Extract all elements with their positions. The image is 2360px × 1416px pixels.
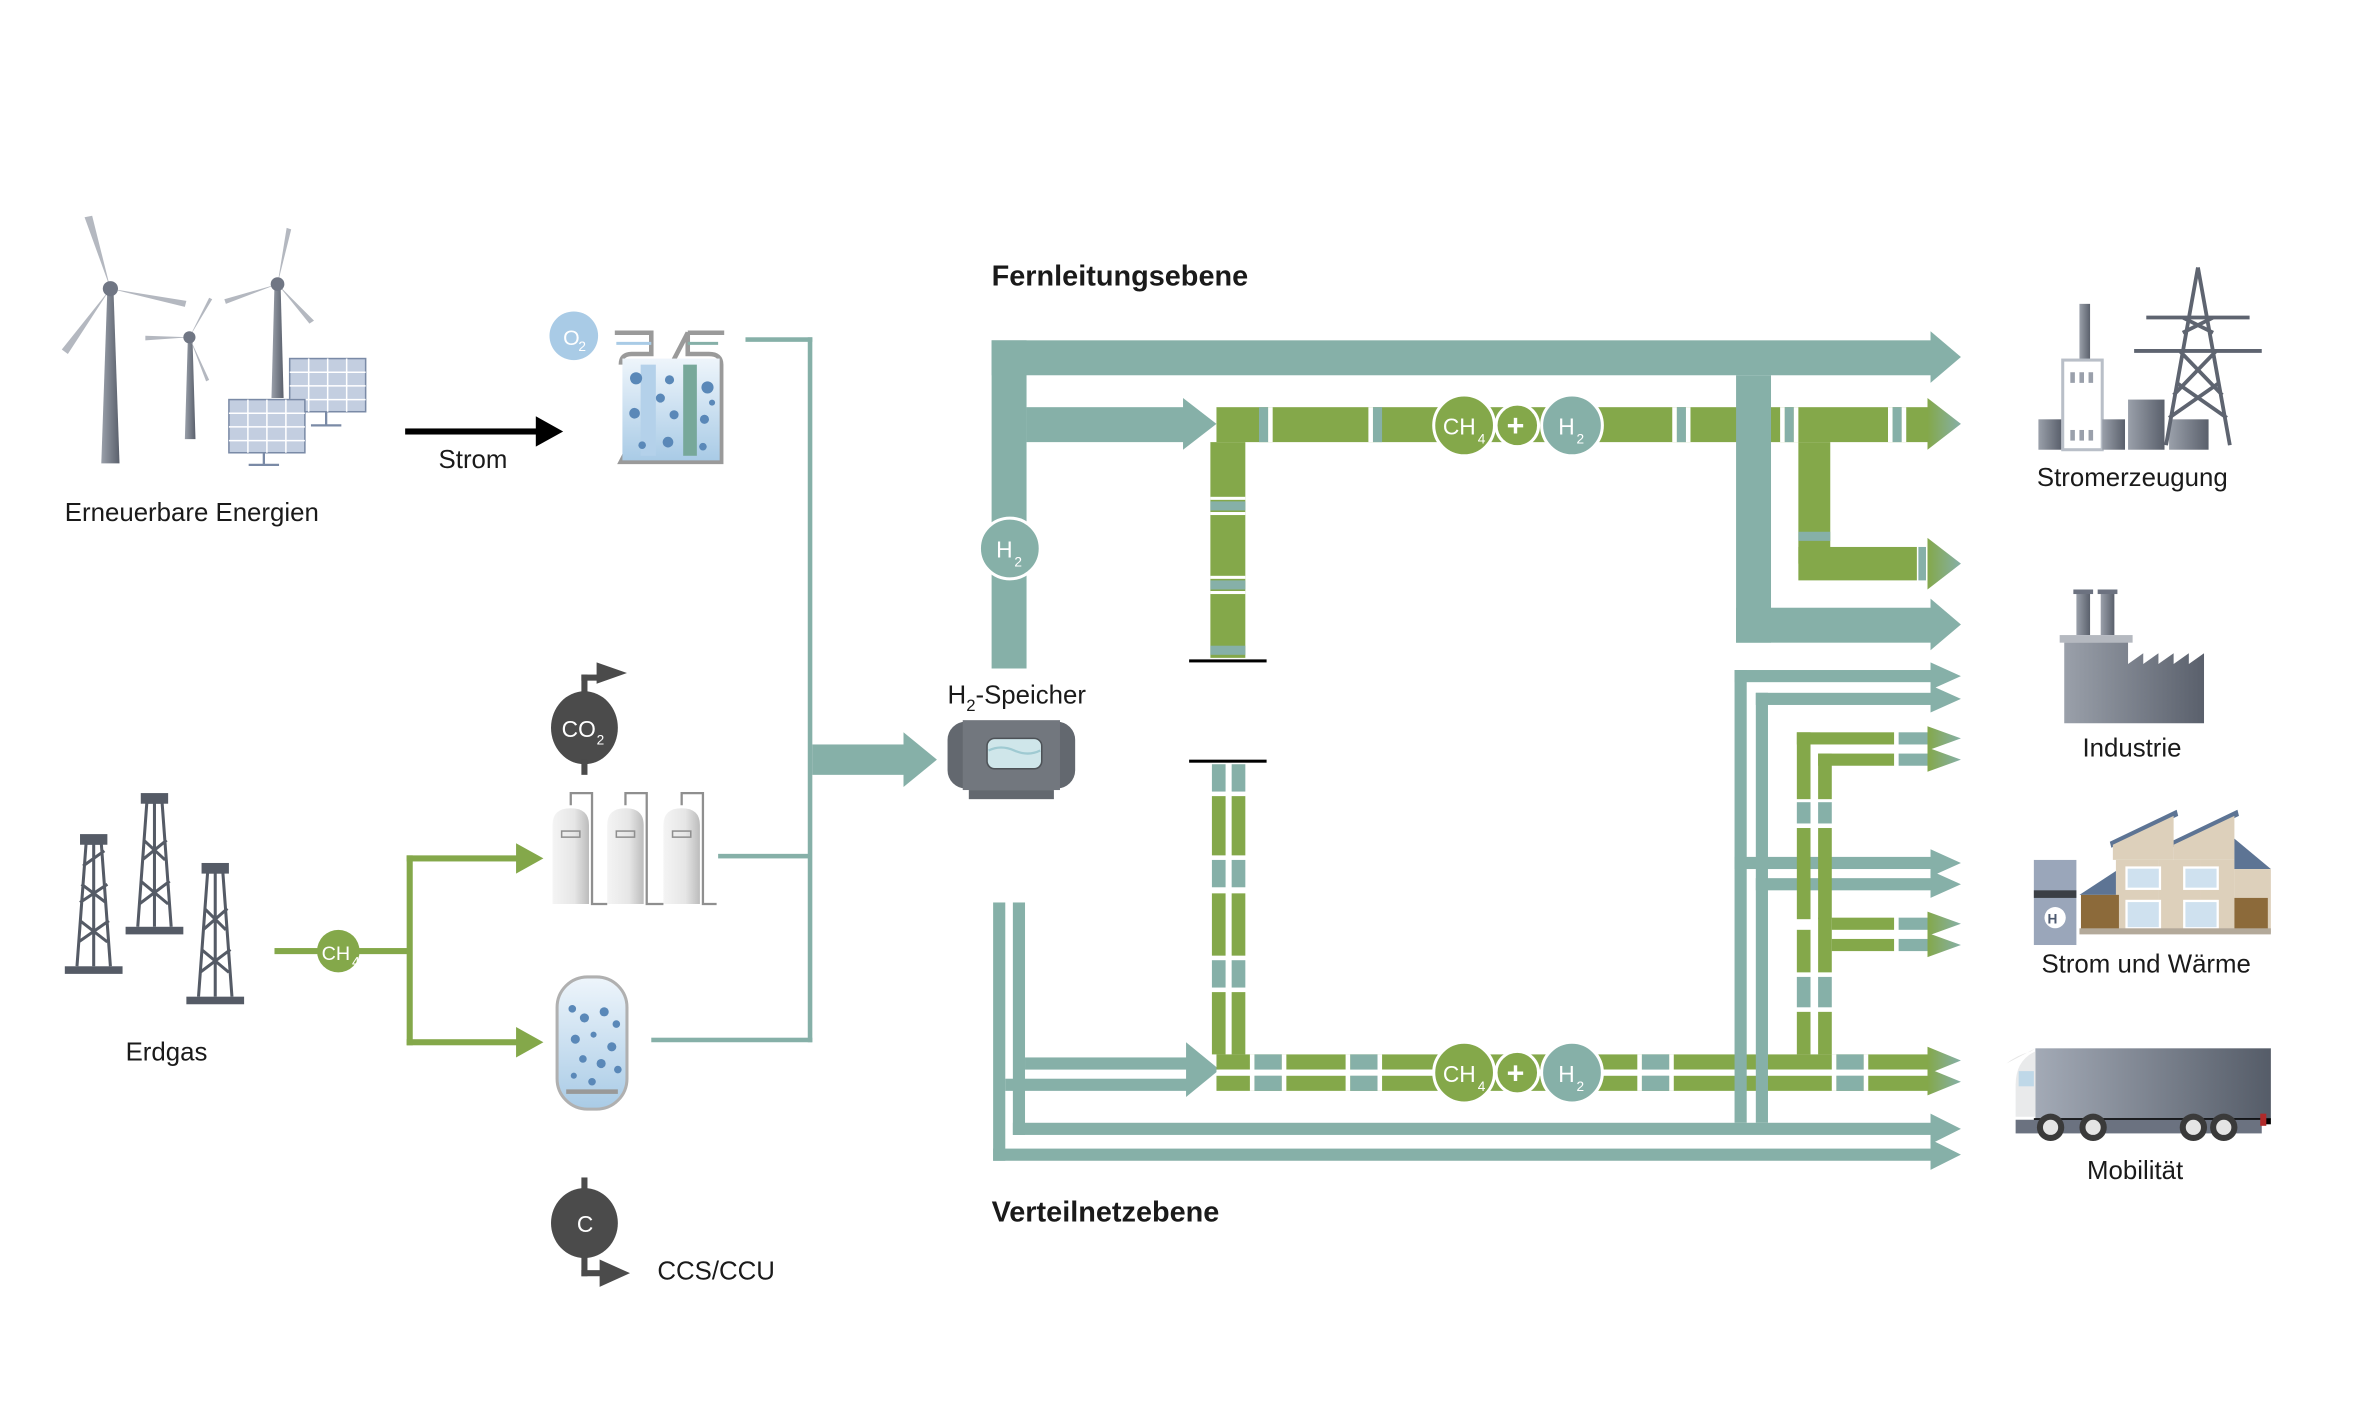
svg-text:O: O	[563, 326, 580, 350]
transmission-ch4-h2-badge: CH 4 + H 2	[1432, 393, 1604, 458]
transmission-level-title: Fernleitungsebene	[992, 261, 1249, 293]
consumer-label-mobility: Mobilität	[2087, 1157, 2183, 1185]
distribution-network: CH 4 + H 2	[993, 662, 1961, 1170]
svg-text:4: 4	[1478, 432, 1486, 447]
wind-turbine-icon	[145, 297, 213, 440]
consumer-label-power-and-heat: Strom und Wärme	[2041, 950, 2250, 978]
distribution-blend-riser	[1189, 759, 1267, 1055]
power-plant-icon	[2038, 303, 2209, 452]
natural-gas-label: Erdgas	[126, 1038, 208, 1066]
svg-text:2: 2	[578, 339, 586, 354]
transmission-h2-pipe	[991, 340, 1934, 376]
svg-text:+: +	[1507, 1056, 1525, 1090]
svg-text:4: 4	[1478, 1079, 1486, 1094]
svg-text:+: +	[1507, 409, 1525, 443]
svg-text:C: C	[577, 1211, 593, 1237]
renewables-icon	[61, 215, 367, 467]
svg-text:CH: CH	[1443, 414, 1476, 440]
carbon-output-icon: C	[551, 1177, 631, 1287]
truck-icon	[2006, 1048, 2271, 1142]
transmission-network: CH 4 + H 2 H 2	[977, 331, 1961, 669]
solar-panel-icon	[228, 398, 306, 467]
distribution-level-title: Verteilnetzebene	[992, 1197, 1220, 1229]
consumer-label-industry: Industrie	[2082, 735, 2181, 763]
pyrolysis-reactor-icon	[555, 975, 629, 1111]
h2-storage-tank-icon	[947, 720, 1076, 800]
svg-text:CH: CH	[322, 943, 351, 965]
svg-text:H: H	[1558, 1061, 1574, 1087]
oil-derricks-icon	[64, 793, 245, 1005]
svg-text:CO: CO	[562, 716, 596, 742]
pressure-swing-adsorption-icon	[552, 791, 717, 906]
houses-heat-icon: H	[2033, 809, 2271, 946]
consumer-label-power-generation: Stromerzeugung	[2037, 464, 2228, 492]
power-label: Strom	[439, 446, 508, 474]
electrolyzer-icon: O 2	[549, 311, 725, 465]
h2-storage-label: H2-Speicher	[948, 681, 1087, 715]
distribution-ch4-h2-badge: CH 4 + H 2	[1432, 1040, 1604, 1105]
solar-panel-icon	[288, 357, 367, 427]
svg-text:H: H	[1558, 414, 1574, 440]
svg-text:2: 2	[1577, 432, 1585, 447]
transmission-blend-riser	[1189, 442, 1267, 663]
power-pylon-icon	[2134, 267, 2262, 446]
ccs-ccu-label: CCS/CCU	[657, 1257, 775, 1285]
co2-output-icon: CO 2	[551, 662, 627, 775]
svg-text:2: 2	[1014, 555, 1022, 570]
h2-riser-badge: H 2	[977, 516, 1042, 581]
svg-text:CH: CH	[1443, 1061, 1476, 1087]
svg-text:4: 4	[352, 954, 360, 969]
power-arrow	[405, 416, 564, 447]
methane-badge: CH 4	[317, 929, 360, 973]
wind-turbine-icon	[224, 227, 314, 399]
svg-text:2: 2	[597, 732, 605, 747]
renewables-label: Erneuerbare Energien	[65, 499, 319, 527]
methane-feed-lines	[274, 843, 544, 1058]
factory-icon	[2059, 589, 2205, 724]
svg-text:H: H	[2048, 912, 2058, 927]
svg-text:H: H	[996, 537, 1012, 563]
svg-text:2: 2	[1577, 1079, 1585, 1094]
hydrogen-feed-lines	[651, 337, 937, 1043]
oxygen-badge: O 2	[549, 311, 599, 361]
wind-turbine-icon	[61, 215, 187, 464]
